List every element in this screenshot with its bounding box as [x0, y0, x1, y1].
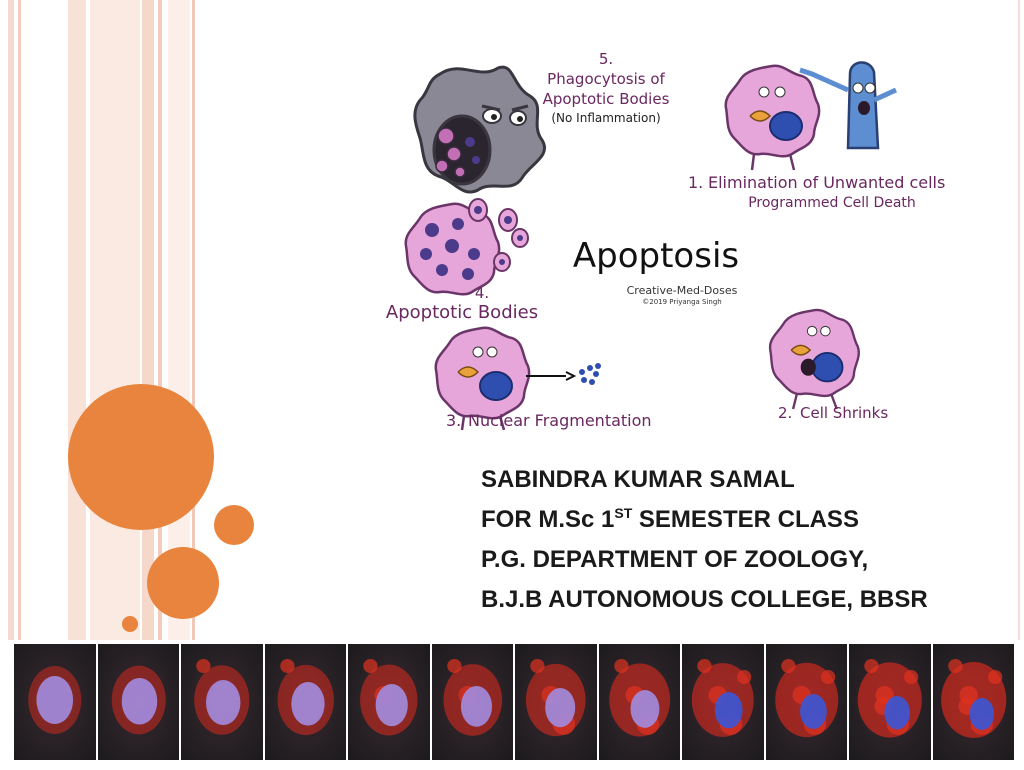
stage-2-number: 2. [778, 404, 792, 422]
stage-4-number: 4. [475, 284, 489, 302]
college-line: B.J.B AUTONOMOUS COLLEGE, BBSR [481, 586, 928, 613]
small-orange-circle [214, 505, 254, 545]
micrograph-frame [765, 644, 847, 760]
micrograph-frame [431, 644, 513, 760]
department-line: P.G. DEPARTMENT OF ZOOLOGY, [481, 546, 869, 573]
shrinking-cell-figure [768, 308, 860, 410]
medium-orange-circle [147, 547, 219, 619]
tiny-orange-circle [122, 616, 138, 632]
stage-5-label: Phagocytosis of [547, 70, 665, 88]
nuclear-fragments [579, 363, 601, 385]
large-orange-circle [68, 384, 214, 530]
macrophage-figure [413, 65, 546, 194]
class-line: FOR M.Sc 1ST SEMESTER CLASS [481, 500, 1011, 540]
micrograph-filmstrip [12, 642, 1016, 762]
stage-2-label: Cell Shrinks [800, 404, 888, 422]
micrograph-frame [932, 644, 1014, 760]
author-name: SABINDRA KUMAR SAMAL [481, 466, 795, 493]
nuclear-fragmentation-figure [434, 326, 531, 431]
micrograph-frame [682, 644, 764, 760]
stage-5-label-2: Apoptotic Bodies [543, 90, 670, 108]
class-suffix: SEMESTER CLASS [632, 506, 859, 533]
stage-3-number: 3. [446, 411, 461, 430]
micrograph-frame [14, 644, 96, 760]
stage-1-label: Elimination of Unwanted cells [708, 173, 945, 192]
stage-1-sublabel: Programmed Cell Death [748, 195, 916, 211]
stage-4-label: Apoptotic Bodies [386, 302, 538, 323]
micrograph-frame [264, 644, 346, 760]
illustration-copyright: ©2019 Priyanga Singh [642, 298, 722, 306]
illustration-title: Apoptosis [573, 236, 739, 276]
micrograph-frame [849, 644, 931, 760]
micrograph-frame [348, 644, 430, 760]
micrograph-frame [515, 644, 597, 760]
stage-1-number: 1. [688, 173, 703, 192]
decorative-stripe-band [8, 0, 198, 640]
apoptotic-bodies-figure [404, 198, 529, 296]
class-prefix: FOR M.Sc 1 [481, 506, 615, 533]
class-superscript: ST [614, 505, 633, 521]
apoptosis-illustration: 5. Phagocytosis of Apoptotic Bodies (No … [386, 50, 945, 431]
stage-5-sublabel: (No Inflammation) [551, 111, 660, 125]
stage-5-number: 5. [599, 50, 613, 68]
micrograph-frame [598, 644, 680, 760]
micrograph-frame [97, 644, 179, 760]
stage-3-label: Nuclear Fragmentation [468, 411, 652, 430]
healthy-cell-figure [724, 64, 821, 171]
micrograph-frame [181, 644, 263, 760]
illustration-credit: Creative-Med-Doses [627, 284, 738, 297]
pointing-figure [799, 61, 898, 150]
author-info-block: SABINDRA KUMAR SAMAL FOR M.Sc 1ST SEMEST… [481, 460, 1011, 620]
right-border-line [1018, 0, 1020, 640]
